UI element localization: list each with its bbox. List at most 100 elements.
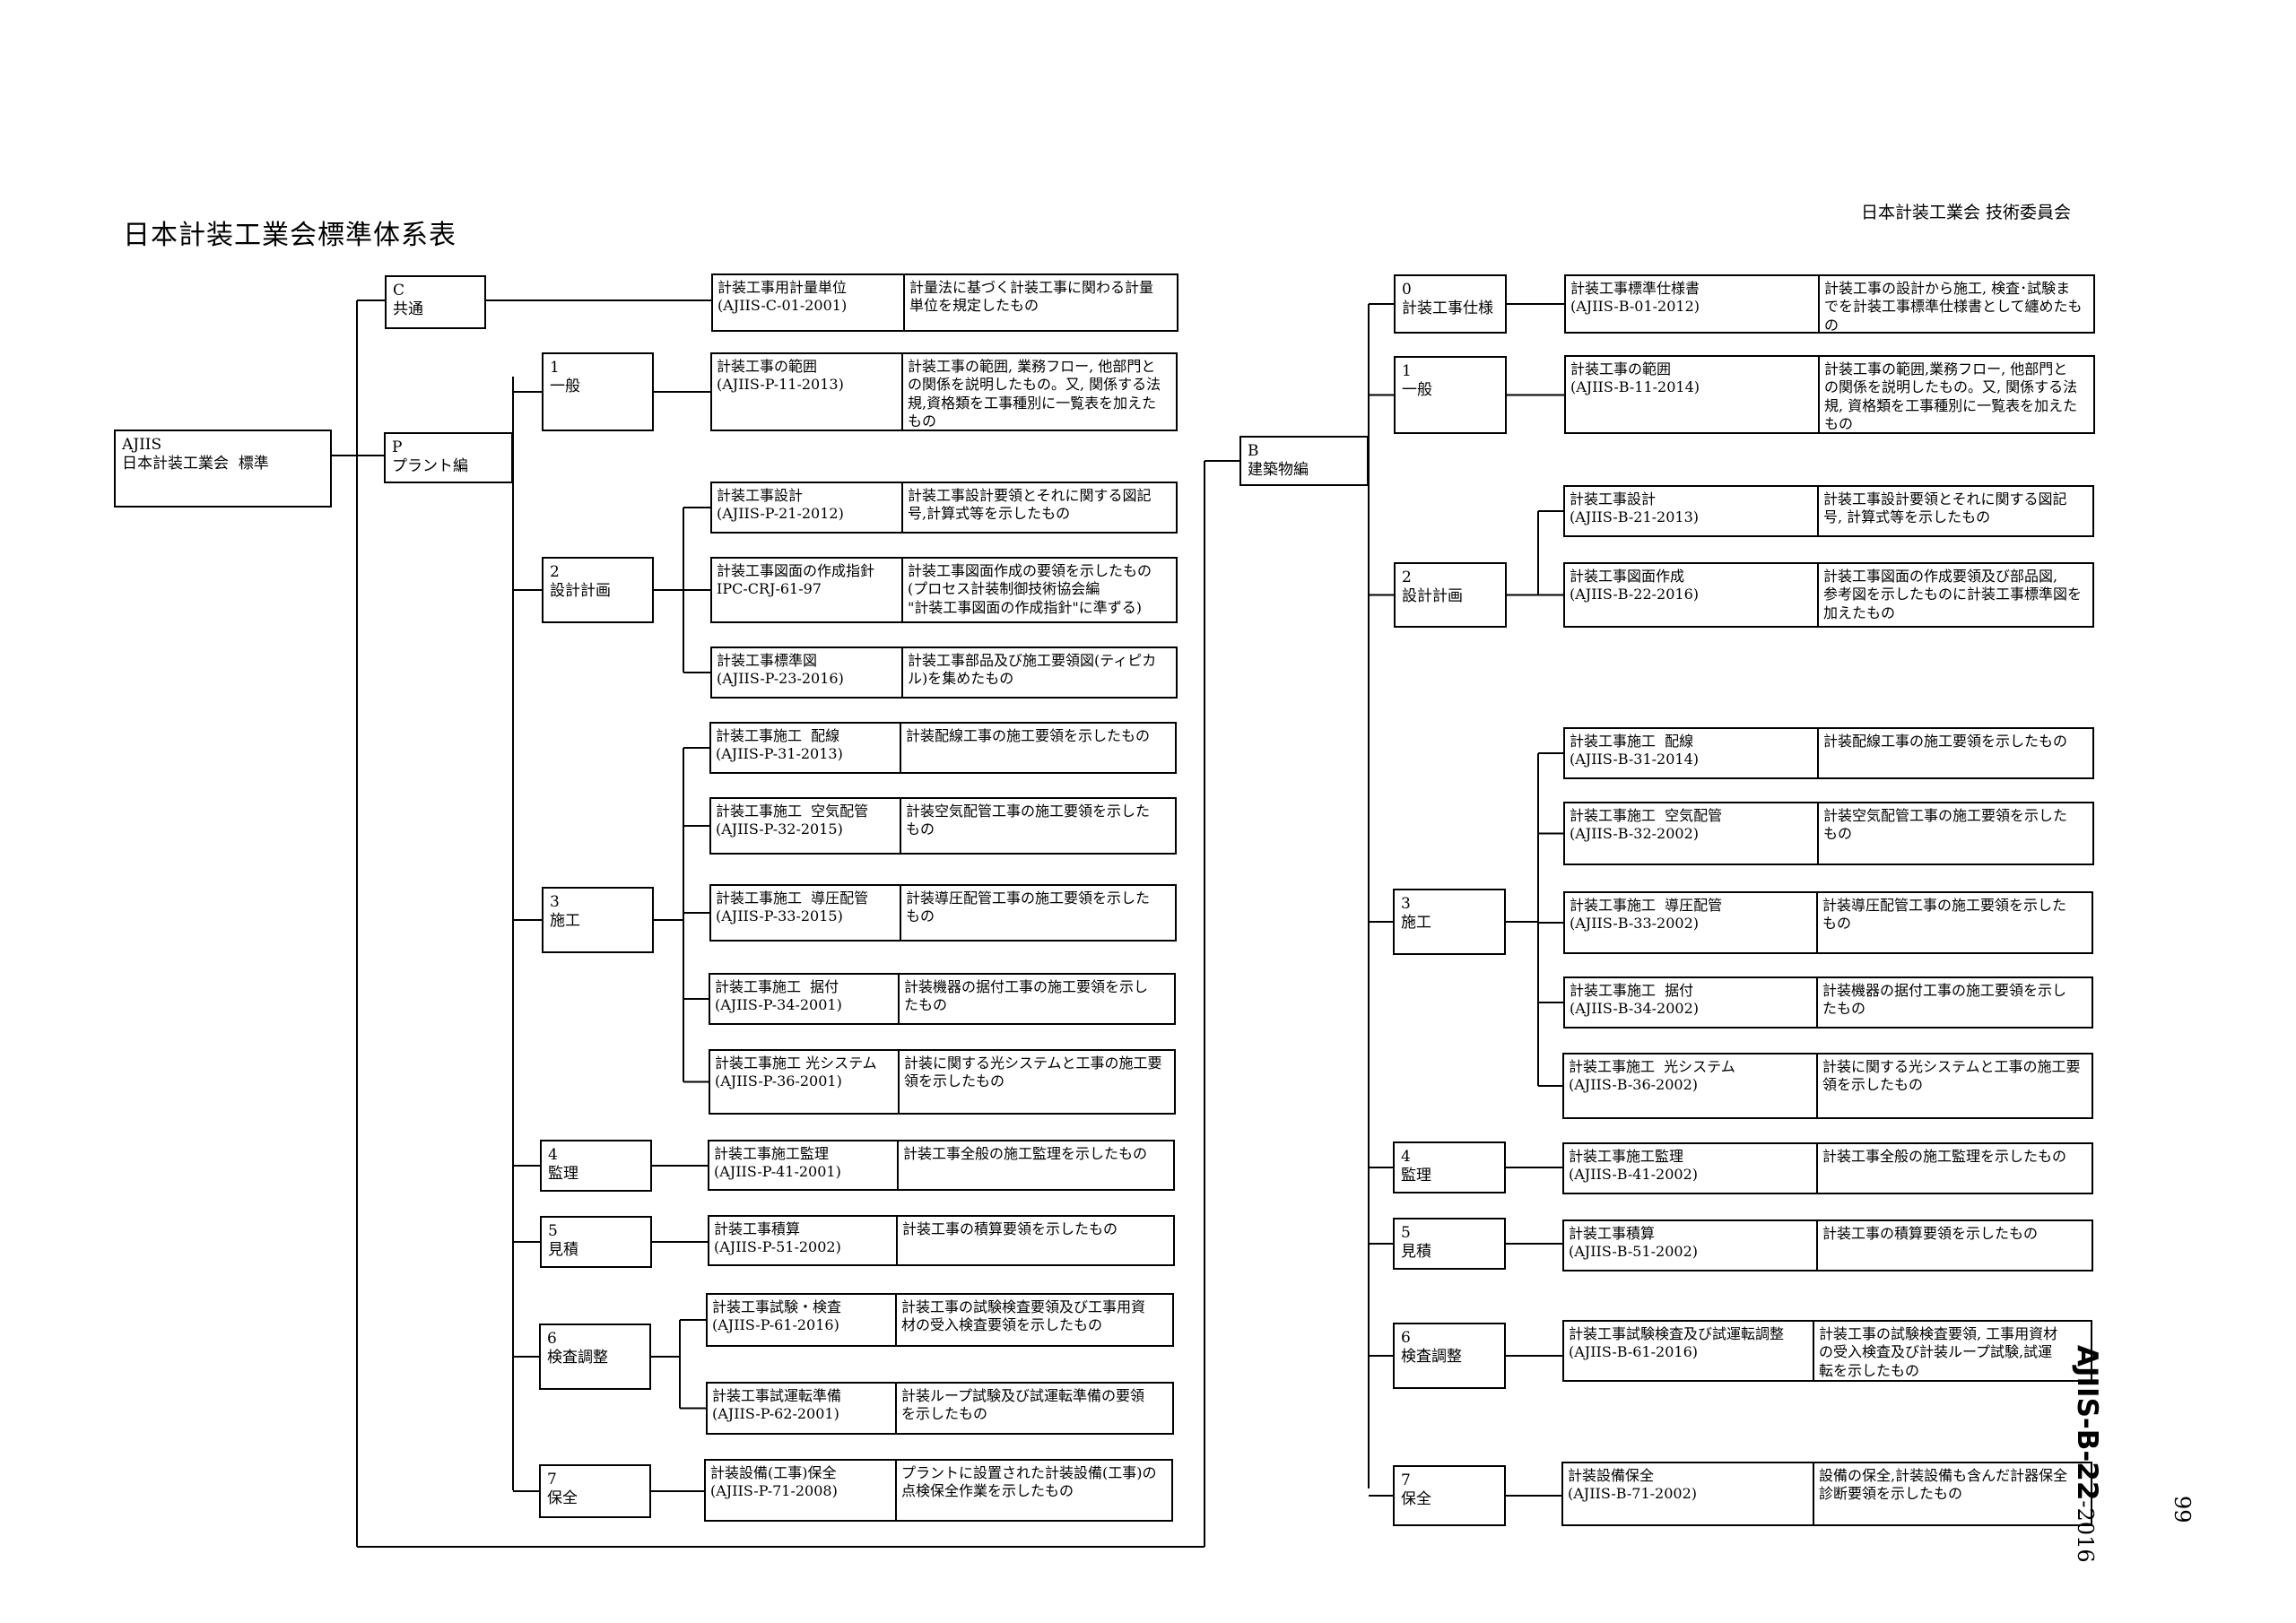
building-doc-5-1: 計装工事施工監理 (AJIIS-B-41-2002) 計装工事全般の施工監理を示し… bbox=[1562, 1142, 2093, 1194]
plant-doc-3-3: 計装工事施工 導圧配管 (AJIIS-P-33-2015) 計装導圧配管工事の施工… bbox=[709, 884, 1177, 942]
doc-description: 計装工事の設計から施工, 検査･試験ま でを計装工事標準仕様書として纏めたも の bbox=[1818, 276, 2093, 332]
doc-title: 計装工事施工 導圧配管 (AJIIS-P-33-2015) bbox=[716, 890, 869, 925]
doc-title: 計装工事試験・検査 (AJIIS-P-61-2016) bbox=[712, 1298, 842, 1334]
document-id: AJIIS-B-22 bbox=[2071, 1345, 2103, 1501]
doc-description: 計装工事設計要領とそれに関する図記 号, 計算式等を示したもの bbox=[1817, 487, 2092, 535]
page-title: 日本計装工業会標準体系表 bbox=[123, 220, 457, 251]
plant-doc-3-2: 計装工事施工 空気配管 (AJIIS-P-32-2015) 計装空気配管工事の施工… bbox=[709, 797, 1177, 855]
doc-description: 計装工事の積算要領を示したもの bbox=[896, 1217, 1173, 1264]
doc-description: 計装工事設計要領とそれに関する図記 号,計算式等を示したもの bbox=[901, 483, 1176, 532]
building-doc-3-1: 計装工事設計 (AJIIS-B-21-2013) 計装工事設計要領とそれに関する図… bbox=[1563, 485, 2094, 537]
building-group-2: 1 一般 bbox=[1394, 356, 1507, 434]
building-doc-4-3: 計装工事施工 導圧配管 (AJIIS-B-33-2002) 計装導圧配管工事の施工… bbox=[1563, 891, 2093, 954]
common-doc-1: 計装工事用計量単位 (AJIIS-C-01-2001) 計量法に基づく計装工事に関… bbox=[711, 273, 1178, 332]
building-doc-6-1: 計装工事積算 (AJIIS-B-51-2002) 計装工事の積算要領を示したもの bbox=[1562, 1219, 2093, 1271]
doc-description: プラントに設置された計装設備(工事)の 点検保全作業を示したもの bbox=[895, 1461, 1171, 1520]
document-year: -2016 bbox=[2073, 1500, 2098, 1563]
plant-doc-2-3: 計装工事標準図 (AJIIS-P-23-2016) 計装工事部品及び施工要領図(テ… bbox=[710, 647, 1178, 699]
doc-title: 計装工事施工 据付 (AJIIS-P-34-2001) bbox=[715, 978, 842, 1014]
doc-description: 計装機器の据付工事の施工要領を示し たもの bbox=[898, 975, 1174, 1023]
doc-title: 計装工事施工 導圧配管 (AJIIS-B-33-2002) bbox=[1570, 897, 1723, 933]
building-branch-box: B 建築物編 bbox=[1239, 436, 1369, 486]
plant-doc-4-1: 計装工事施工監理 (AJIIS-P-41-2001) 計装工事全般の施工監理を示し… bbox=[708, 1140, 1175, 1191]
plant-group-4: 4 監理 bbox=[540, 1140, 652, 1192]
organization-label: 日本計装工業会 技術委員会 bbox=[1861, 203, 2072, 222]
doc-description: 計装工事の試験検査要領, 工事用資材 の受入検査及び計装ループ試験,試運 転を示… bbox=[1813, 1322, 2091, 1380]
doc-title: 計装設備保全 (AJIIS-B-71-2002) bbox=[1568, 1467, 1697, 1503]
doc-description: 計装工事図面の作成要領及び部品図, 参考図を示したものに計装工事標準図を 加えた… bbox=[1817, 564, 2092, 626]
doc-title: 計装工事施工 空気配管 (AJIIS-B-32-2002) bbox=[1570, 807, 1723, 843]
doc-title: 計装工事積算 (AJIIS-P-51-2002) bbox=[714, 1220, 841, 1256]
plant-doc-6-1: 計装工事試験・検査 (AJIIS-P-61-2016)計装工事の試験検査要領及び… bbox=[706, 1293, 1174, 1347]
doc-description: 計装に関する光システムと工事の施工要 領を示したもの bbox=[1816, 1055, 2092, 1117]
doc-description: 計装工事全般の施工監理を示したもの bbox=[1816, 1144, 2092, 1193]
doc-description: 計装工事の範囲, 業務フロー, 他部門と の関係を説明したもの。又, 関係する法… bbox=[901, 354, 1176, 430]
doc-title: 計装工事施工監理 (AJIIS-B-41-2002) bbox=[1569, 1148, 1698, 1184]
doc-title: 計装工事の範囲 (AJIIS-B-11-2014) bbox=[1570, 360, 1700, 396]
building-group-5: 4 監理 bbox=[1393, 1141, 1506, 1193]
doc-title: 計装工事標準図 (AJIIS-P-23-2016) bbox=[717, 652, 844, 688]
building-doc-8-1: 計装設備保全 (AJIIS-B-71-2002)設備の保全,計装設備も含んだ計器… bbox=[1561, 1462, 2092, 1526]
document-id-vertical: AJIIS-B-22-2016 bbox=[2071, 1345, 2103, 1563]
doc-title: 計装工事用計量単位 (AJIIS-C-01-2001) bbox=[718, 279, 848, 315]
doc-title: 計装工事図面作成 (AJIIS-B-22-2016) bbox=[1570, 568, 1699, 603]
plant-group-1: 1 一般 bbox=[542, 352, 654, 431]
plant-group-3: 3 施工 bbox=[542, 887, 654, 953]
plant-group-5: 5 見積 bbox=[540, 1216, 652, 1268]
building-doc-4-1: 計装工事施工 配線 (AJIIS-B-31-2014)計装配線工事の施工要領を示… bbox=[1563, 727, 2094, 779]
building-group-6: 5 見積 bbox=[1393, 1218, 1506, 1270]
plant-group-7: 7 保全 bbox=[539, 1464, 651, 1518]
doc-title: 計装工事積算 (AJIIS-B-51-2002) bbox=[1569, 1225, 1698, 1261]
plant-doc-7-1: 計装設備(工事)保全 (AJIIS-P-71-2008) プラントに設置された計装… bbox=[704, 1459, 1173, 1522]
doc-description: 計装配線工事の施工要領を示したもの bbox=[1817, 729, 2092, 777]
building-doc-3-2: 計装工事図面作成 (AJIIS-B-22-2016) 計装工事図面の作成要領及び部… bbox=[1563, 562, 2094, 628]
doc-description: 計装に関する光システムと工事の施工要 領を示したもの bbox=[898, 1051, 1174, 1113]
doc-title: 計装工事標準仕様書 (AJIIS-B-01-2012) bbox=[1570, 280, 1700, 316]
plant-doc-5-1: 計装工事積算 (AJIIS-P-51-2002) 計装工事の積算要領を示したもの bbox=[708, 1215, 1175, 1266]
root-box: AJIIS 日本計装工業会 標準 bbox=[114, 430, 332, 508]
doc-title: 計装設備(工事)保全 (AJIIS-P-71-2008) bbox=[710, 1464, 838, 1500]
doc-title: 計装工事施工 据付 (AJIIS-B-34-2002) bbox=[1570, 982, 1699, 1018]
doc-description: 計装工事の積算要領を示したもの bbox=[1816, 1221, 2092, 1270]
building-doc-1-1: 計装工事標準仕様書 (AJIIS-B-01-2012) 計装工事の設計から施工, … bbox=[1564, 274, 2095, 334]
doc-description: 計装ループ試験及び試運転準備の要領 を示したもの bbox=[895, 1384, 1172, 1433]
doc-title: 計装工事試験検査及び試運転調整 (AJIIS-B-61-2016) bbox=[1569, 1325, 1785, 1361]
doc-description: 計装工事図面作成の要領を示したもの (プロセス計装制御技術協会編 "計装工事図面… bbox=[901, 559, 1176, 621]
doc-title: 計装工事施工 光システム (AJIIS-P-36-2001) bbox=[715, 1055, 877, 1090]
doc-title: 計装工事施工 空気配管 (AJIIS-P-32-2015) bbox=[716, 803, 869, 838]
doc-description: 計装空気配管工事の施工要領を示した もの bbox=[900, 799, 1175, 853]
doc-description: 計装工事の範囲,業務フロー, 他部門と の関係を説明したもの。又, 関係する法 … bbox=[1818, 357, 2093, 432]
plant-doc-2-1: 計装工事設計 (AJIIS-P-21-2012)計装工事設計要領とそれに関する図… bbox=[710, 482, 1178, 534]
building-group-3: 2 設計計画 bbox=[1394, 562, 1507, 628]
doc-title: 計装工事試運転準備 (AJIIS-P-62-2001) bbox=[712, 1387, 842, 1423]
plant-doc-3-1: 計装工事施工 配線 (AJIIS-P-31-2013) 計装配線工事の施工要領を示… bbox=[709, 722, 1177, 774]
common-box: C 共通 bbox=[385, 275, 486, 329]
building-group-4: 3 施工 bbox=[1393, 889, 1506, 955]
building-doc-2-1: 計装工事の範囲 (AJIIS-B-11-2014) 計装工事の範囲,業務フロー, … bbox=[1564, 355, 2095, 434]
doc-description: 計装機器の据付工事の施工要領を示し たもの bbox=[1816, 978, 2092, 1027]
doc-title: 計装工事施工 光システム (AJIIS-B-36-2002) bbox=[1569, 1058, 1735, 1094]
plant-doc-3-4: 計装工事施工 据付 (AJIIS-P-34-2001) 計装機器の据付工事の施工要… bbox=[709, 973, 1176, 1025]
doc-description: 計装工事部品及び施工要領図(ティピカ ル)を集めたもの bbox=[901, 648, 1176, 697]
doc-description: 計装配線工事の施工要領を示したもの bbox=[900, 724, 1175, 772]
doc-title: 計装工事施工監理 (AJIIS-P-41-2001) bbox=[714, 1145, 841, 1181]
doc-description: 計装導圧配管工事の施工要領を示した もの bbox=[900, 886, 1175, 940]
doc-title: 計装工事施工 配線 (AJIIS-P-31-2013) bbox=[716, 727, 843, 763]
page-number: 99 bbox=[2170, 1496, 2195, 1523]
building-doc-4-2: 計装工事施工 空気配管 (AJIIS-B-32-2002) 計装空気配管工事の施工… bbox=[1563, 802, 2094, 865]
building-group-1: 0 計装工事仕様 bbox=[1394, 274, 1507, 334]
doc-description: 計量法に基づく計装工事に関わる計量 単位を規定したもの bbox=[903, 275, 1177, 330]
doc-description: 計装導圧配管工事の施工要領を示した もの bbox=[1816, 893, 2092, 952]
plant-doc-6-2: 計装工事試運転準備 (AJIIS-P-62-2001) 計装ループ試験及び試運転準… bbox=[706, 1382, 1174, 1435]
doc-title: 計装工事の範囲 (AJIIS-P-11-2013) bbox=[717, 358, 844, 394]
plant-branch-box: P プラント編 bbox=[384, 432, 513, 483]
plant-doc-1-1: 計装工事の範囲 (AJIIS-P-11-2013) 計装工事の範囲, 業務フロー,… bbox=[710, 352, 1178, 431]
doc-description: 計装工事全般の施工監理を示したもの bbox=[897, 1141, 1173, 1189]
building-doc-4-4: 計装工事施工 据付 (AJIIS-B-34-2002) 計装機器の据付工事の施工要… bbox=[1563, 976, 2093, 1028]
plant-doc-3-5: 計装工事施工 光システム (AJIIS-P-36-2001) 計装に関する光システ… bbox=[709, 1049, 1176, 1115]
doc-title: 計装工事設計 (AJIIS-B-21-2013) bbox=[1570, 490, 1699, 526]
doc-description: 計装空気配管工事の施工要領を示した もの bbox=[1817, 803, 2092, 864]
